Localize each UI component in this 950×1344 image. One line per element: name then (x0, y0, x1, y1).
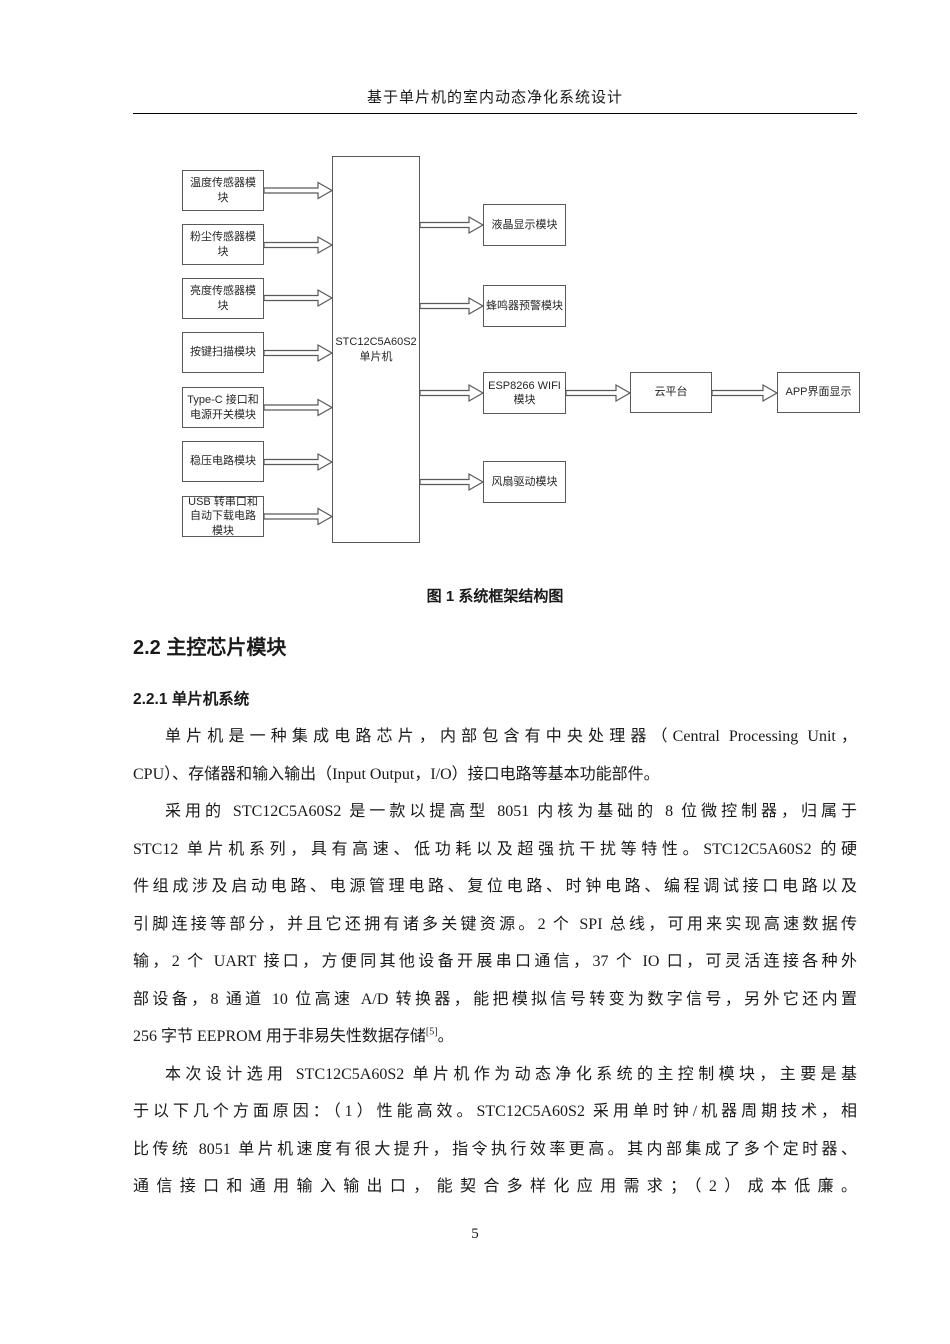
flow-arrow-icon (419, 296, 485, 316)
body-line: 单片机是一种集成电路芯片，内部包含有中央处理器（Central Processi… (165, 728, 857, 745)
body-line: 输，2 个 UART 接口，方便同其他设备开展串口通信，37 个 IO 口，可灵… (133, 953, 857, 970)
flow-arrow-icon (263, 507, 334, 526)
body-line: 比传统 8051 单片机速度有很大提升，指令执行效率更高。其内部集成了多个定时器… (133, 1140, 857, 1158)
module-box-typec-power-switch: Type-C 接口和电源开关模块 (182, 387, 264, 428)
body-line: 件组成涉及启动电路、电源管理电路、复位电路、时钟电路、编程调试接口电路以及 (133, 878, 857, 895)
flow-arrow-icon (263, 288, 334, 308)
flow-arrow-icon (419, 215, 485, 235)
module-box-buzzer-alarm: 蜂鸣器预警模块 (483, 285, 566, 327)
section-heading: 2.2 主控芯片模块 (133, 637, 287, 659)
flow-arrow-icon (263, 235, 334, 255)
flow-arrow-icon (565, 383, 632, 403)
module-box-lcd-display: 液晶显示模块 (483, 204, 566, 246)
body-line: 于以下几个方面原因：（1）性能高效。STC12C5A60S2 采用单时钟/机器周… (133, 1103, 857, 1120)
citation-superscript: [5] (425, 1026, 438, 1038)
header-rule (133, 113, 857, 114)
module-box-key-scan: 按键扫描模块 (182, 332, 264, 373)
system-block-diagram: 温度传感器模块 粉尘传感器模块 亮度传感器模块 按键扫描模块 Type-C 接口… (0, 0, 950, 560)
body-line: 采用的 STC12C5A60S2 是一款以提高型 8051 内核为基础的 8 位… (165, 803, 857, 820)
flow-arrow-icon (263, 398, 334, 417)
flow-arrow-icon (419, 472, 485, 492)
module-box-esp8266-wifi: ESP8266 WIFI 模块 (483, 372, 566, 414)
body-line-text: 256 字节 EEPROM 用于非易失性数据存储 (133, 1028, 426, 1045)
body-line: 256 字节 EEPROM 用于非易失性数据存储[5]。 (133, 1018, 857, 1056)
module-box-brightness-sensor: 亮度传感器模块 (182, 278, 264, 319)
body-line: 部设备，8 通道 10 位高速 A/D 转换器，能把模拟信号转变为数字信号，另外… (133, 990, 857, 1008)
body-line: 通信接口和通用输入输出口，能契合多样化应用需求；（2）成本低廉。 (133, 1178, 857, 1195)
flow-arrow-icon (263, 343, 334, 363)
body-line-text: 。 (437, 1028, 454, 1045)
flow-arrow-icon (419, 383, 485, 403)
module-box-temperature-sensor: 温度传感器模块 (182, 170, 264, 211)
flow-arrow-icon (263, 452, 334, 472)
figure-caption: 图 1 系统框架结构图 (426, 588, 564, 605)
flow-arrow-icon (711, 383, 779, 403)
module-box-dust-sensor: 粉尘传感器模块 (182, 224, 264, 265)
mcu-box: STC12C5A60S2 单片机 (332, 156, 420, 543)
cloud-platform-box: 云平台 (630, 372, 712, 413)
diagram-arrows-layer (263, 181, 779, 526)
body-text: 单片机是一种集成电路芯片，内部包含有中央处理器（Central Processi… (133, 718, 857, 1206)
page-number: 5 (471, 1226, 479, 1242)
page-header-title: 基于单片机的室内动态净化系统设计 (366, 90, 623, 106)
body-line: 本次设计选用 STC12C5A60S2 单片机作为动态净化系统的主控制模块，主要… (165, 1065, 857, 1083)
app-display-box: APP界面显示 (777, 372, 860, 413)
body-line: STC12 单片机系列，具有高速、低功耗以及超强抗干扰等特性。STC12C5A6… (133, 840, 857, 858)
body-line: CPU）、存储器和输入输出（Input Output，I/O）接口电路等基本功能… (133, 765, 660, 783)
module-box-voltage-regulator: 稳压电路模块 (182, 441, 264, 482)
body-line: 引脚连接等部分，并且它还拥有诸多关键资源。2 个 SPI 总线，可用来实现高速数… (133, 915, 857, 933)
module-box-usb-serial-download: USB 转串口和自动下载电路模块 (182, 496, 264, 537)
subsection-heading: 2.2.1 单片机系统 (133, 691, 250, 708)
module-box-fan-driver: 风扇驱动模块 (483, 461, 566, 503)
flow-arrow-icon (263, 181, 334, 200)
